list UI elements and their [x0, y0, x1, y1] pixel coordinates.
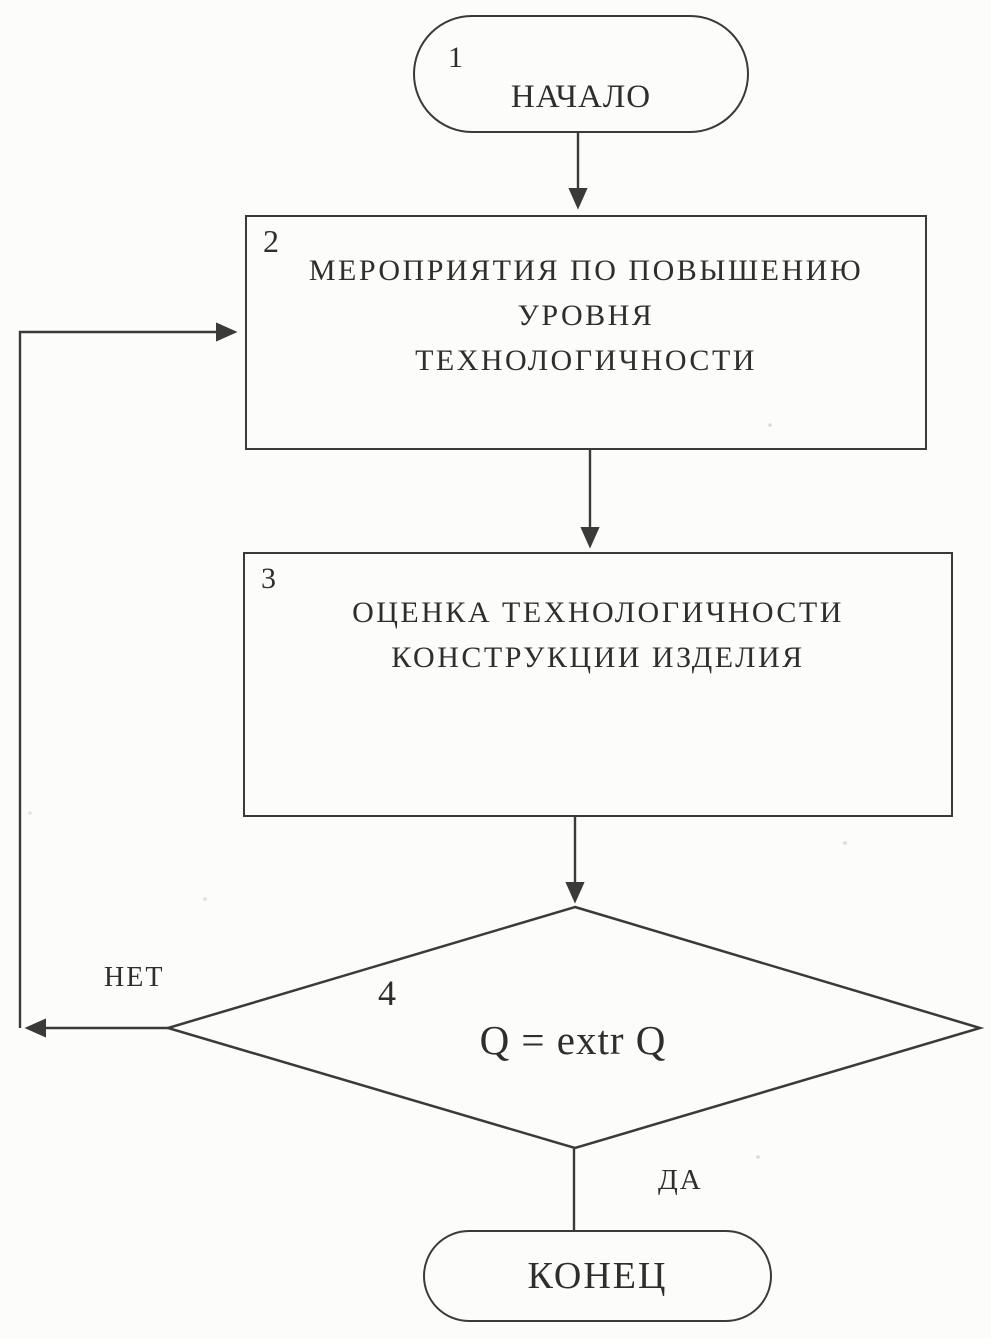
decision-step-number: 4 [378, 973, 396, 1013]
branch-label-no: НЕТ [104, 962, 165, 993]
measures-label-line2: УРОВНЯ [517, 299, 655, 332]
end-label: КОНЕЦ [527, 1255, 668, 1297]
measures-label-line1: МЕРОПРИЯТИЯ ПО ПОВЫШЕНИЮ [308, 254, 864, 287]
measures-step-number: 2 [263, 223, 279, 259]
start-step-number: 1 [448, 41, 463, 74]
node-evaluation-process: 3 ОЦЕНКА ТЕХНОЛОГИЧНОСТИ КОНСТРУКЦИИ ИЗД… [243, 552, 953, 817]
start-label: НАЧАЛО [510, 79, 652, 115]
node-start-terminator: 1 НАЧАЛО [413, 15, 749, 133]
edge-no-feedback-to-measures [18, 322, 238, 1028]
evaluation-step-number: 3 [261, 562, 276, 595]
decision-condition-label: Q = extr Q [479, 1017, 667, 1063]
measures-label-line3: ТЕХНОЛОГИЧНОСТИ [415, 344, 757, 377]
evaluation-label: ОЦЕНКА ТЕХНОЛОГИЧНОСТИ КОНСТРУКЦИИ ИЗДЕЛ… [245, 590, 951, 680]
evaluation-label-line1: ОЦЕНКА ТЕХНОЛОГИЧНОСТИ [352, 596, 844, 629]
evaluation-label-line2: КОНСТРУКЦИИ ИЗДЕЛИЯ [391, 641, 805, 674]
node-measures-process: 2 МЕРОПРИЯТИЯ ПО ПОВЫШЕНИЮ УРОВНЯ ТЕХНОЛ… [245, 215, 927, 450]
measures-label: МЕРОПРИЯТИЯ ПО ПОВЫШЕНИЮ УРОВНЯ ТЕХНОЛОГ… [247, 248, 925, 383]
branch-label-yes: ДА [658, 1164, 703, 1196]
node-end-terminator: КОНЕЦ [423, 1230, 772, 1322]
